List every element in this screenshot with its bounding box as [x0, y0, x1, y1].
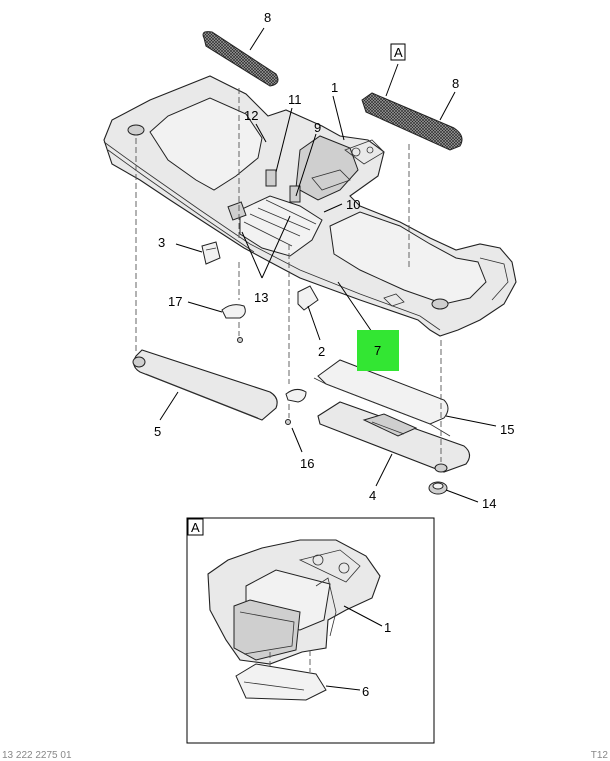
- callout-3: 3: [158, 235, 165, 250]
- callout-6: 6: [362, 684, 369, 699]
- alignment-lines: [135, 88, 442, 462]
- view-label-box-top: [390, 43, 406, 61]
- callout-9: 9: [314, 120, 321, 135]
- callout-14: 14: [482, 496, 496, 511]
- callout-4: 4: [369, 488, 376, 503]
- callout-7: 7: [374, 343, 381, 358]
- lamp-lens-part-6: [235, 663, 327, 701]
- visor-clip-part-16: [285, 388, 307, 425]
- mesh-pad-left: [202, 31, 279, 87]
- mesh-pad-right: [361, 92, 463, 151]
- sun-visor-left: [132, 349, 278, 421]
- callout-7-highlight: [357, 330, 399, 371]
- detail-inset-a: A: [186, 517, 435, 744]
- view-label-inset: A: [191, 520, 200, 535]
- callout-17: 17: [168, 294, 182, 309]
- visor-pivot-part-14: [428, 481, 448, 495]
- footer-illustration-id: 13 222 2275 01: [2, 750, 72, 761]
- sun-visor-right: [317, 401, 471, 473]
- callout-1-main: 1: [331, 80, 338, 95]
- callout-1-inset: 1: [384, 620, 391, 635]
- view-label-top: A: [394, 45, 403, 60]
- callout-11: 11: [288, 92, 302, 107]
- leader-lines: [159, 27, 497, 503]
- footer-sheet-code: T12: [590, 750, 608, 761]
- callout-2: 2: [318, 344, 325, 359]
- callout-13: 13: [254, 290, 268, 305]
- callout-16: 16: [300, 456, 314, 471]
- visor-clip-part-17: [221, 304, 246, 343]
- clip-part-2: [297, 285, 319, 311]
- callout-15: 15: [500, 422, 514, 437]
- visor-cover-part-15: [313, 359, 451, 437]
- header-trim-assembly: [103, 75, 517, 337]
- callout-8-right: 8: [452, 76, 459, 91]
- callout-12: 12: [244, 108, 258, 123]
- callout-8-left: 8: [264, 10, 271, 25]
- clip-part-3: [201, 241, 221, 265]
- callout-5: 5: [154, 424, 161, 439]
- callout-10: 10: [346, 197, 360, 212]
